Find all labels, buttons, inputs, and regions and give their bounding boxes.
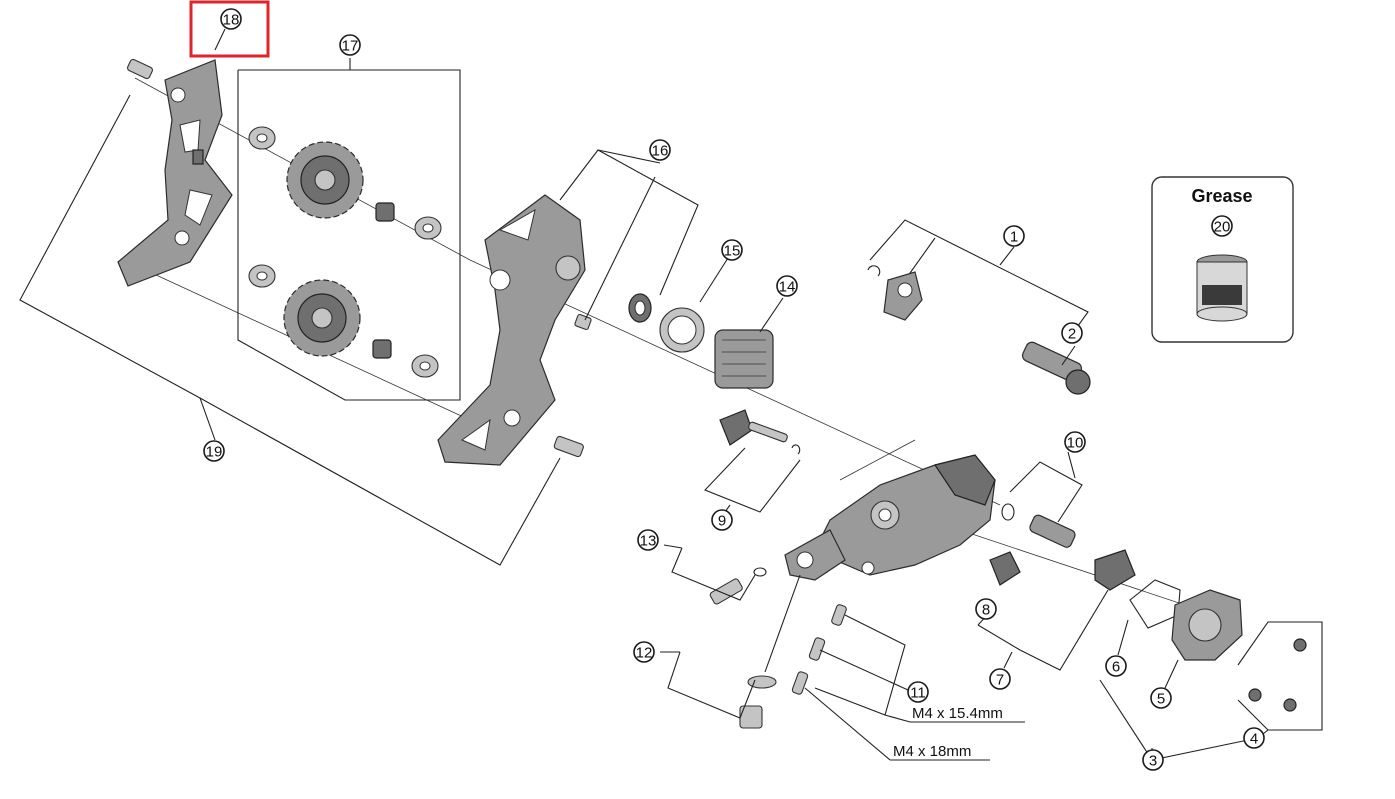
callout-9-label: 9	[718, 513, 726, 530]
pulley-set-bracket	[237, 58, 461, 401]
callout-11-label: 11	[910, 685, 926, 702]
callout-13-label: 13	[640, 533, 657, 550]
callout-5-label: 5	[1157, 691, 1165, 708]
bolt-dimension-a: M4 x 15.4mm	[912, 705, 1003, 722]
derailleur-main-body-icon	[784, 454, 996, 581]
grease-title: Grease	[1191, 186, 1252, 206]
axle-10-icon	[1029, 514, 1076, 548]
callout-19-label: 19	[206, 444, 223, 461]
part-3-bracket	[1099, 679, 1249, 761]
bolt-12-icon	[739, 574, 801, 729]
spring-barrel-14-icon	[714, 297, 784, 389]
callout-9: 9	[711, 509, 733, 531]
callout-16: 16	[649, 139, 671, 161]
bolts-11-icon	[791, 604, 847, 695]
part-16-bracket	[559, 149, 699, 321]
clutch-unit-7-icon	[1094, 549, 1136, 591]
callout-20: 20	[1211, 215, 1233, 237]
grease-jar-icon	[1196, 254, 1248, 322]
clip-8-icon	[989, 551, 1021, 586]
bolt-13-icon	[709, 567, 767, 605]
callout-6: 6	[1105, 655, 1127, 677]
callout-2: 2	[1061, 322, 1083, 344]
callout-12-label: 12	[636, 645, 653, 662]
cover-5-icon	[1164, 589, 1243, 689]
callout-8-label: 8	[982, 602, 990, 619]
callout-14: 14	[776, 275, 798, 297]
callout-10: 10	[1064, 431, 1086, 453]
callout-10-label: 10	[1067, 435, 1084, 452]
cage-bolt-lower-icon	[553, 435, 584, 458]
callout-17-label: 17	[342, 38, 359, 55]
callout-18: 18	[214, 8, 242, 51]
part-7-bracket	[977, 589, 1109, 671]
callout-16-label: 16	[652, 143, 669, 160]
callout-14-label: 14	[779, 279, 796, 296]
callout-11: 11	[907, 681, 929, 703]
pulley-washers-icon	[248, 126, 442, 378]
callout-5: 5	[1150, 687, 1172, 709]
part-13-bracket	[663, 544, 756, 601]
part-11-bracket	[804, 614, 1025, 761]
bolt-dimension-b: M4 x 18mm	[893, 743, 971, 760]
callout-1-label: 1	[1010, 229, 1018, 246]
b-tension-ring-icon	[867, 265, 881, 277]
callout-1: 1	[1003, 225, 1025, 247]
pulley-wheel-upper-icon	[286, 141, 364, 219]
o-ring-10-icon	[1001, 503, 1015, 521]
callout-7: 7	[989, 668, 1011, 690]
callout-13: 13	[637, 529, 659, 551]
part-12-bracket	[660, 651, 756, 719]
callout-4-label: 4	[1250, 731, 1258, 748]
callout-15-label: 15	[724, 243, 741, 260]
callout-4: 4	[1243, 727, 1265, 749]
callout-18-highlight-box	[189, 0, 270, 58]
pulley-bushings-icon	[372, 202, 395, 359]
part-10-bracket	[1009, 451, 1083, 523]
part-9-bracket	[704, 447, 801, 513]
callout-7-label: 7	[996, 672, 1004, 689]
callout-17: 17	[339, 34, 361, 56]
callout-3: 3	[1142, 749, 1164, 771]
cover-screws-4-icon	[1237, 621, 1323, 739]
part-19-bracket	[19, 94, 561, 566]
callout-20-label: 20	[1214, 219, 1231, 236]
b-tension-body-icon	[883, 271, 923, 321]
callout-15: 15	[721, 239, 743, 261]
callout-2-label: 2	[1068, 326, 1076, 343]
outer-cage-plate-icon	[117, 59, 233, 287]
cage-bolt-top-icon	[127, 58, 153, 80]
callout-18-label: 18	[223, 12, 240, 29]
inner-cage-plate-icon	[437, 194, 586, 466]
cage-pin-small-icon	[574, 313, 592, 331]
callout-8: 8	[975, 598, 997, 620]
ring-15-icon	[659, 257, 729, 353]
callout-6-label: 6	[1112, 659, 1120, 676]
callout-19: 19	[203, 440, 225, 462]
spacer-washer-icon	[628, 293, 652, 323]
b-axle-2-icon	[1021, 341, 1091, 395]
pulley-wheel-lower-icon	[283, 279, 361, 357]
callout-12: 12	[633, 641, 655, 663]
adjuster-9-icon	[719, 409, 801, 455]
callout-3-label: 3	[1149, 753, 1157, 770]
gasket-6-icon	[1117, 579, 1181, 656]
